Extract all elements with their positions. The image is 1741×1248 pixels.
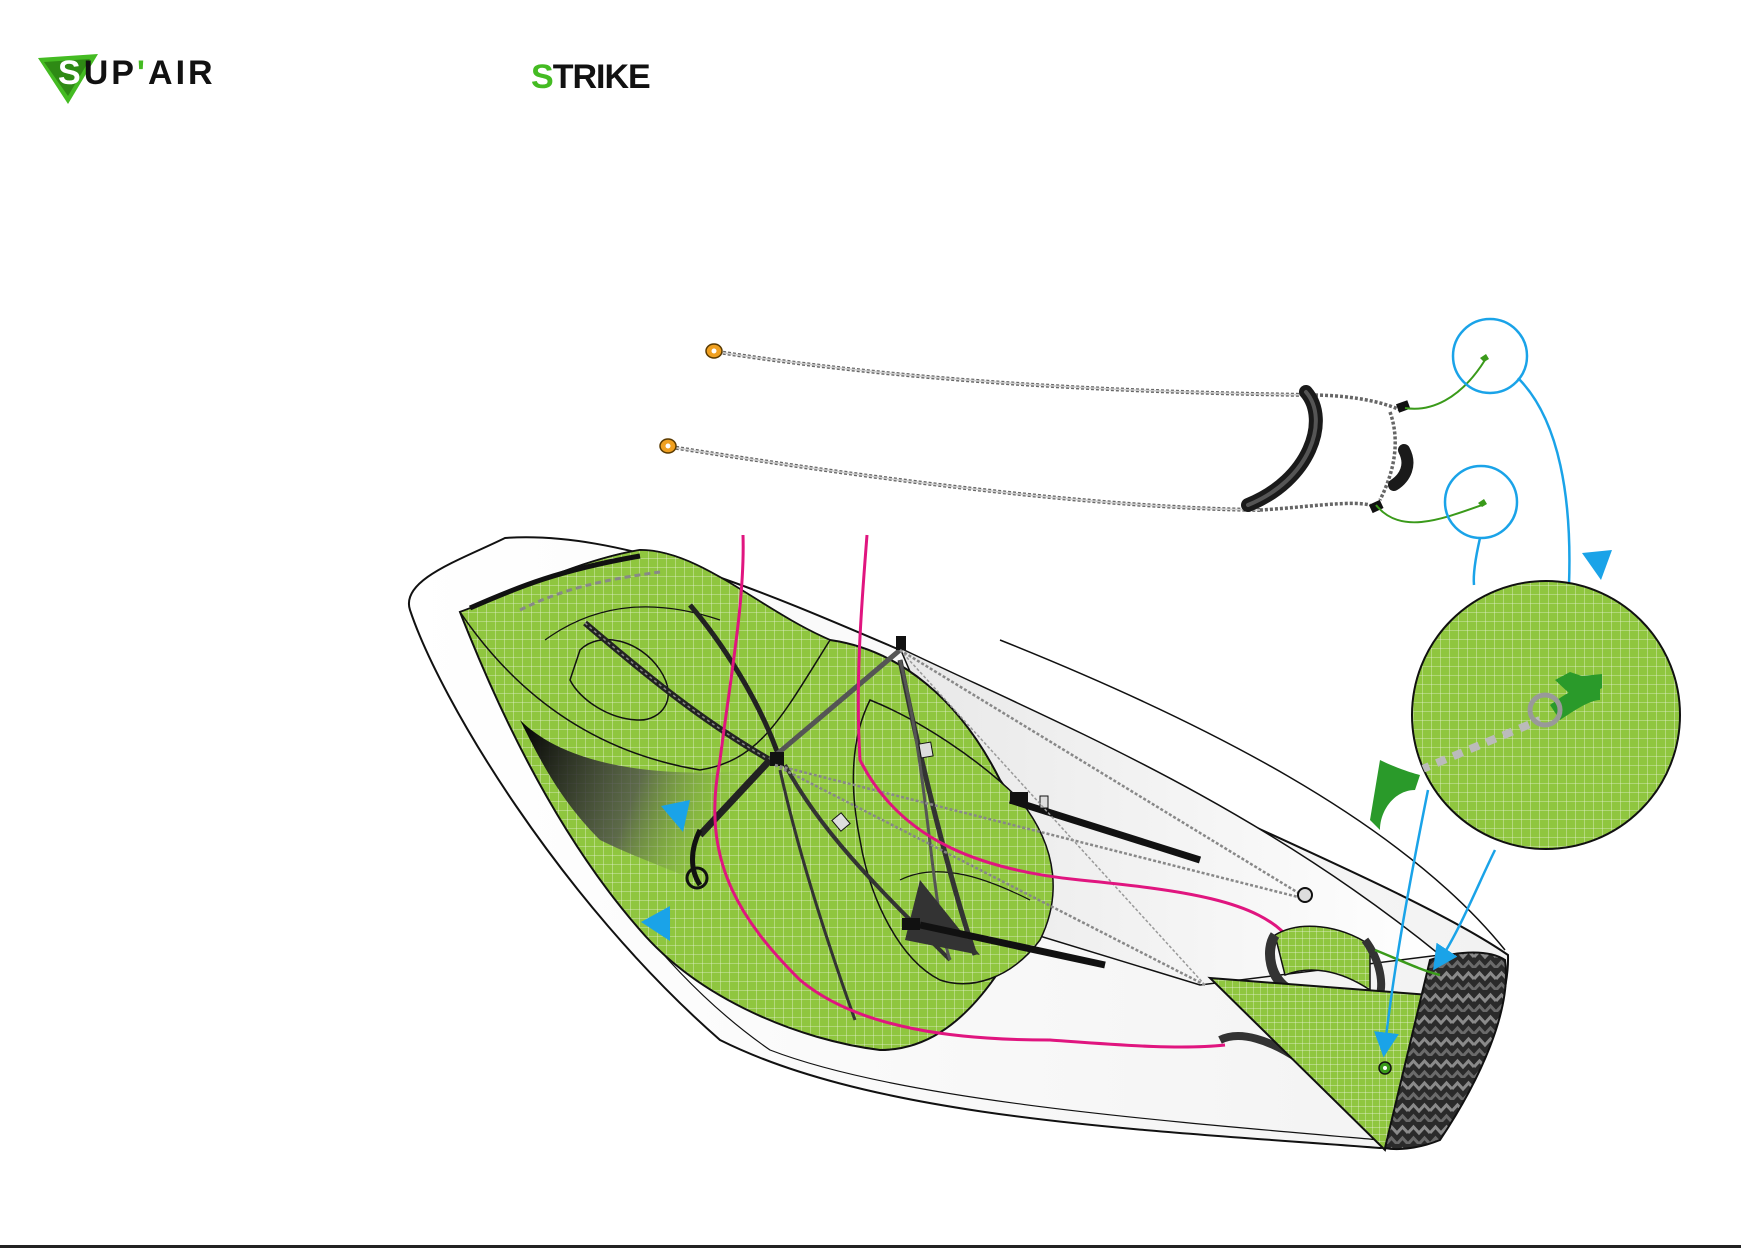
green-cords	[1376, 354, 1489, 522]
zoom-circle-icon	[1445, 319, 1569, 585]
carabiner-icon	[660, 344, 722, 453]
speedbar-handle	[1248, 392, 1410, 513]
zoom-detail	[1370, 581, 1680, 849]
